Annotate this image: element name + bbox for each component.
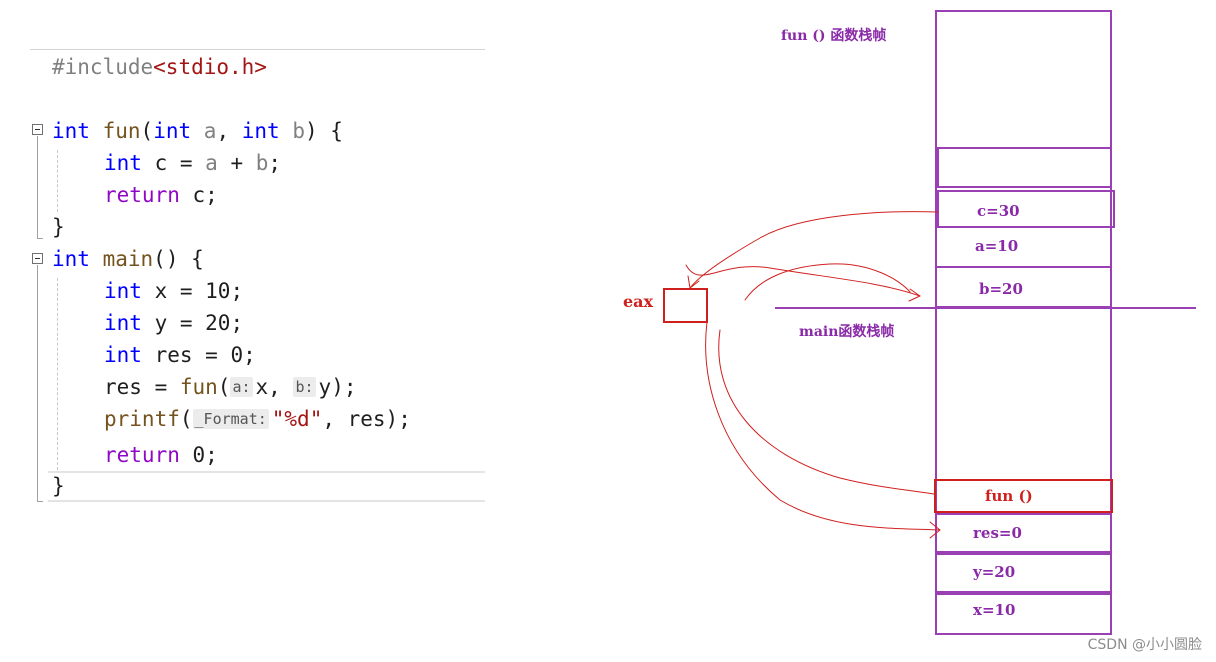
paren: ( — [217, 375, 231, 399]
code-line-fun-signature[interactable]: int fun(int a, int b) { — [52, 116, 343, 146]
function-name: fun — [179, 375, 218, 399]
code-line-c-decl[interactable]: int c = a + b; — [104, 148, 281, 178]
stack-cell-x — [935, 593, 1112, 635]
current-line-highlight-top — [48, 471, 485, 473]
fold-toggle-fun[interactable] — [32, 124, 43, 135]
arrow-c-to-eax-head — [687, 275, 700, 289]
arrow-to-b-head — [908, 288, 921, 302]
arrow-eax-to-res — [705, 321, 941, 531]
code-text: () { — [153, 247, 204, 271]
function-name: main — [102, 247, 154, 271]
code-text: , res); — [322, 407, 411, 431]
eax-label: eax — [623, 292, 654, 311]
cell-label-res: res=0 — [973, 524, 1022, 542]
keyword-int: int — [153, 119, 192, 143]
code-line-res-call[interactable]: res = fun(a:x, b:y); — [104, 372, 356, 402]
code-text: y = 20; — [141, 311, 244, 335]
code-line-include[interactable]: #include<stdio.h> — [52, 52, 267, 82]
paren: ( — [140, 119, 154, 143]
inlay-hint-b: b: — [293, 377, 316, 397]
param-a: a — [205, 151, 218, 175]
stack-cell-y — [935, 553, 1112, 593]
arrow-call-path — [718, 329, 935, 495]
keyword-int: int — [104, 311, 142, 335]
code-line-return-c[interactable]: return c; — [104, 180, 218, 210]
code-text: res = 0; — [141, 343, 256, 367]
code-text: ); — [331, 375, 357, 399]
stack-cell-fun-call — [934, 479, 1113, 513]
code-text: res = — [104, 375, 180, 399]
code-line-close-brace[interactable]: } — [52, 215, 65, 239]
fold-line-main — [37, 265, 38, 501]
arg-x: x — [255, 375, 269, 399]
code-text: ; — [268, 151, 282, 175]
code-line-res-decl[interactable]: int res = 0; — [104, 340, 256, 370]
keyword-int: int — [104, 151, 142, 175]
fold-toggle-main[interactable] — [32, 253, 43, 264]
keyword-int: int — [104, 279, 142, 303]
function-name: fun — [102, 119, 141, 143]
include-directive: #include — [52, 55, 154, 79]
code-line-y-decl[interactable]: int y = 20; — [104, 308, 243, 338]
code-line-printf[interactable]: printf(_Format:"%d", res); — [104, 404, 411, 434]
stack-cell-c — [937, 190, 1115, 228]
keyword-return: return — [104, 443, 180, 467]
inlay-hint-a: a: — [230, 377, 253, 397]
cell-label-a: a=10 — [975, 237, 1019, 255]
fold-end-main — [37, 501, 43, 502]
current-line-highlight-bottom — [48, 500, 485, 502]
eax-register-box — [663, 288, 708, 323]
paren-brace: ) { — [304, 119, 343, 143]
keyword-int: int — [52, 247, 90, 271]
arrow-eax-to-res-head — [929, 521, 941, 539]
code-text: + — [217, 151, 256, 175]
code-line-return-0[interactable]: return 0; — [104, 440, 218, 470]
frame-divider — [775, 307, 1196, 309]
function-name: printf — [104, 407, 180, 431]
code-editor[interactable]: #include<stdio.h> int fun(int a, int b) … — [0, 0, 490, 662]
editor-top-rule — [30, 49, 485, 50]
code-text: c; — [179, 183, 218, 207]
code-text: 0; — [179, 443, 218, 467]
cell-label-x: x=10 — [973, 601, 1016, 619]
code-text: x = 10; — [141, 279, 244, 303]
indent-guide-main — [57, 278, 58, 470]
cell-label-y: y=20 — [973, 563, 1016, 581]
code-line-main-signature[interactable]: int main() { — [52, 244, 204, 274]
format-string: "%d" — [271, 407, 323, 431]
paren: ( — [179, 407, 193, 431]
param-b: b — [292, 119, 305, 143]
code-line-close-brace-main[interactable]: } — [52, 474, 65, 498]
fun-frame-label: fun () 函数栈帧 — [781, 28, 887, 44]
cell-label-c: c=30 — [977, 202, 1020, 220]
arrow-c-to-eax — [689, 211, 939, 289]
watermark: CSDN @小小圆脸 — [1087, 637, 1202, 653]
comma: , — [268, 375, 294, 399]
keyword-return: return — [104, 183, 180, 207]
inlay-hint-format: _Format: — [192, 409, 269, 429]
arrow-loop-upper — [744, 263, 911, 301]
code-line-x-decl[interactable]: int x = 10; — [104, 276, 243, 306]
keyword-int: int — [104, 343, 142, 367]
indent-guide-fun — [57, 150, 58, 212]
arrow-return-to-b — [685, 264, 921, 297]
comma: , — [216, 119, 242, 143]
keyword-int: int — [241, 119, 280, 143]
arg-y: y — [318, 375, 332, 399]
code-text: c = — [141, 151, 206, 175]
fold-line-fun — [37, 136, 38, 238]
cell-label-b: b=20 — [979, 280, 1023, 298]
cell-label-fun-call: fun () — [985, 487, 1033, 505]
main-frame-label: main函数栈帧 — [799, 324, 895, 340]
stack-cell-empty — [937, 147, 1112, 188]
fold-end-fun — [37, 238, 43, 239]
include-file: <stdio.h> — [153, 55, 267, 79]
keyword-int: int — [52, 119, 90, 143]
param-b: b — [255, 151, 269, 175]
param-a: a — [203, 119, 217, 143]
